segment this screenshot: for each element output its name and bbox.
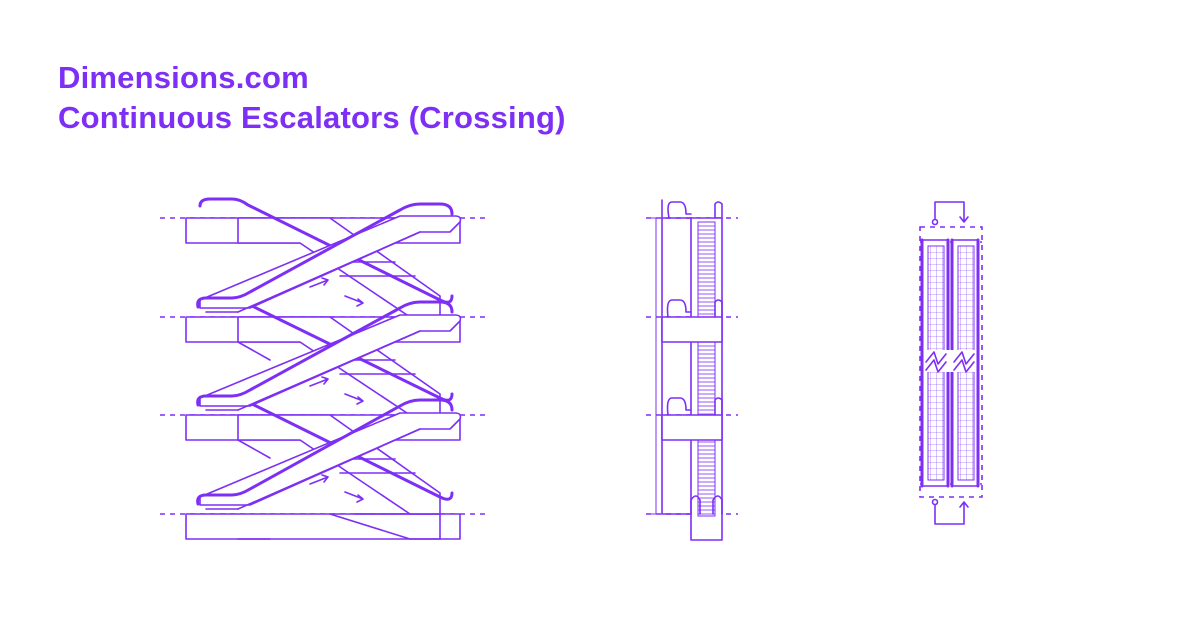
front-elevation-view (160, 197, 485, 540)
end-legs (237, 341, 441, 540)
direction-arrows (309, 277, 364, 503)
brand-name: Dimensions.com (58, 60, 309, 95)
front-escalators (196, 202, 462, 510)
side-elevation-view (646, 199, 738, 541)
plan-view (919, 201, 983, 525)
header: Dimensions.com Continuous Escalators (Cr… (58, 58, 566, 138)
page-title: Continuous Escalators (Crossing) (58, 100, 566, 135)
